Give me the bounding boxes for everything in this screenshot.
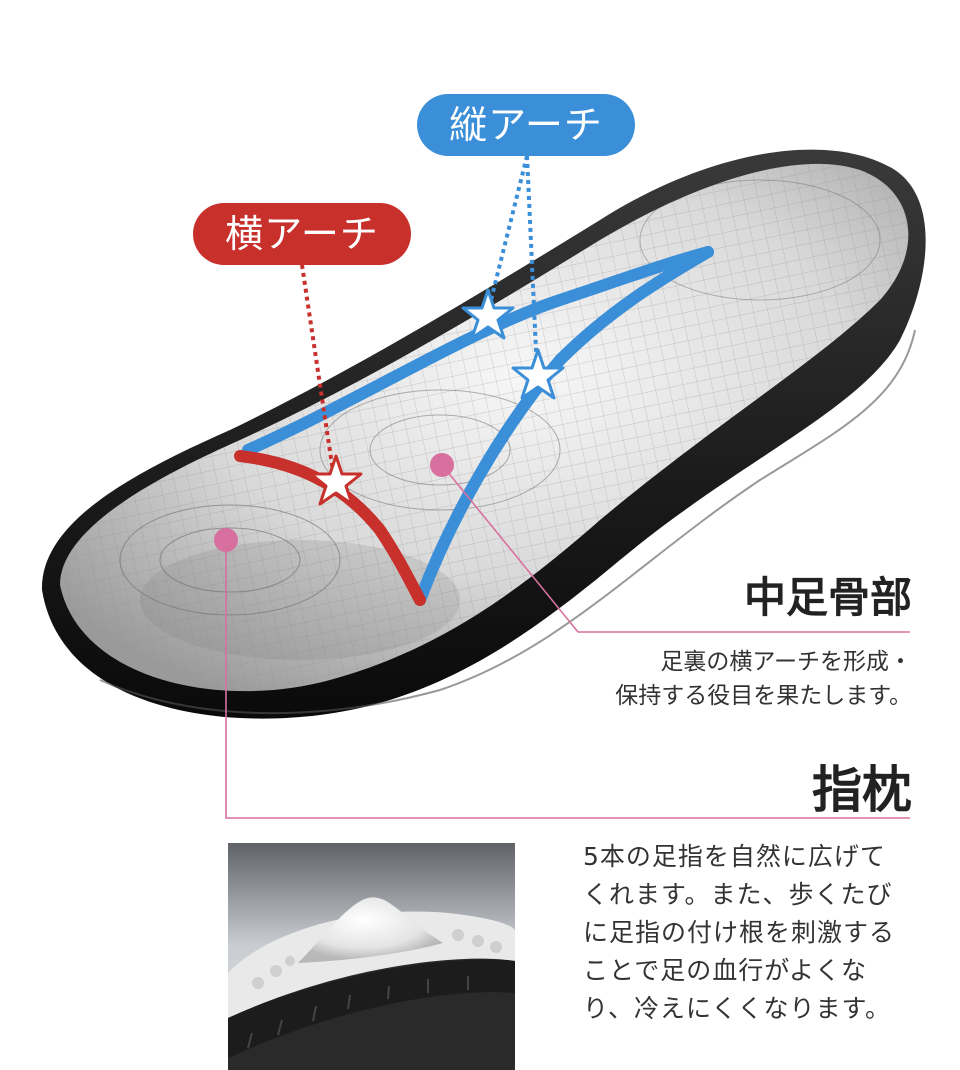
metatarsal-desc-line: 保持する役目を果たします。: [615, 683, 912, 709]
metatarsal-description: 足裏の横アーチを形成・ 保持する役目を果たします。: [512, 645, 912, 713]
toe-pillow-leader: [225, 540, 910, 819]
metatarsal-desc-line: 足裏の横アーチを形成・: [660, 649, 912, 675]
star-icon: [461, 288, 515, 340]
toe-pillow-title: 指枕: [812, 761, 912, 819]
longitudinal-arch-leader-1: [486, 155, 529, 313]
metatarsal-title: 中足骨部: [743, 573, 912, 622]
metatarsal-leader: [441, 464, 910, 633]
toe-pillow-desc-line: ことで足の血行がよくな: [583, 956, 868, 985]
longitudinal-arch-line-upper: [242, 246, 714, 456]
transverse-arch-line: [234, 450, 426, 606]
toe-pillow-description: 5本の足指を自然に広げて くれます。また、歩くたび に足指の付け根を刺激する こ…: [583, 838, 923, 1028]
longitudinal-arch-line-lower: [414, 246, 714, 606]
transverse-arch-label: 横アーチ: [193, 203, 411, 265]
transverse-arch-leader: [300, 264, 336, 479]
longitudinal-arch-label: 縦アーチ: [417, 94, 635, 156]
star-icon: [511, 348, 565, 400]
toe-pillow-desc-line: 5本の足指を自然に広げて: [583, 842, 886, 871]
toe-pillow-desc-line: り、冷えにくくなります。: [583, 994, 892, 1023]
toe-pillow-photo: [228, 843, 515, 1070]
toe-pillow-desc-line: くれます。また、歩くたび: [583, 880, 893, 909]
star-icon: [309, 454, 363, 506]
toe-pillow-desc-line: に足指の付け根を刺激する: [583, 918, 896, 947]
